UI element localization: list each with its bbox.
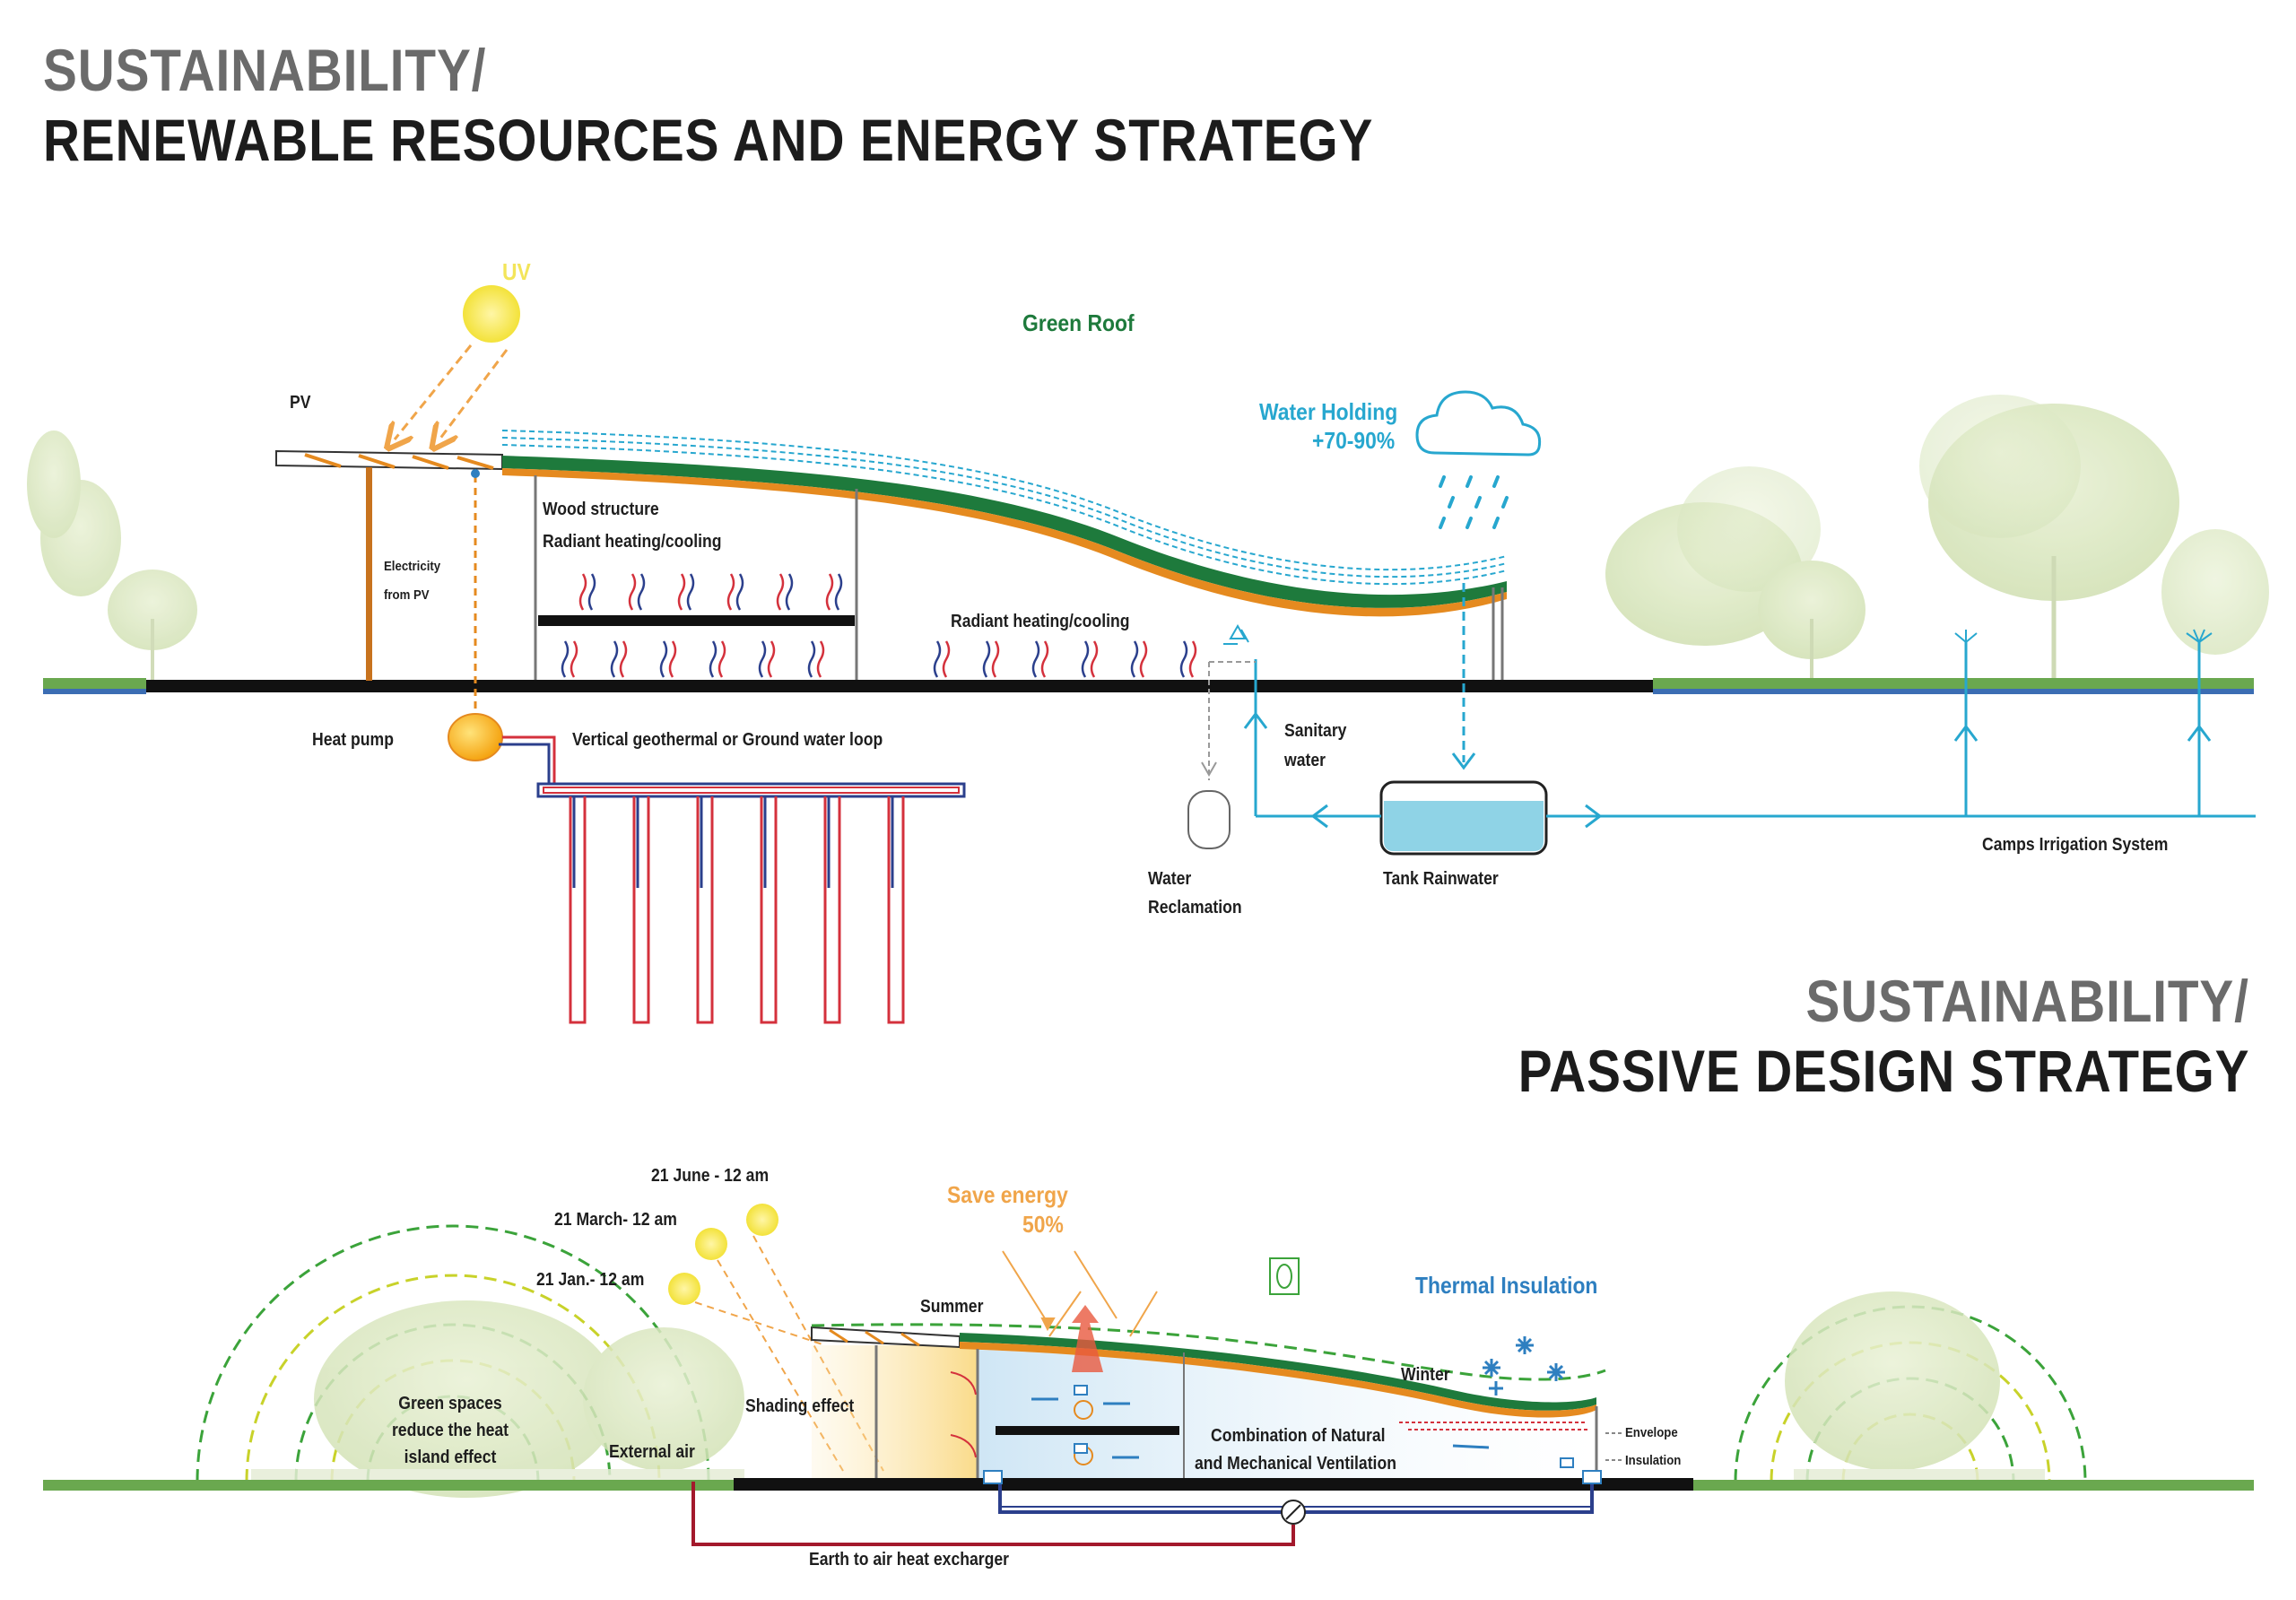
label-heat-pump: Heat pump <box>312 730 394 750</box>
grass-left-2 <box>43 1480 734 1491</box>
label-pv: PV <box>290 393 311 413</box>
label-winter: Winter <box>1401 1365 1450 1385</box>
grass-right-2 <box>1693 1480 2254 1491</box>
label-summer: Summer <box>920 1297 984 1317</box>
snowflake-icon <box>1483 1336 1565 1396</box>
label-water: Water <box>1148 869 1192 889</box>
geothermal-loop <box>499 735 966 798</box>
label-shading-effect: Shading effect <box>745 1396 855 1416</box>
sun-icon <box>695 1228 727 1260</box>
title-sustainability-2: SUSTAINABILITY/ <box>1805 968 2249 1034</box>
label-water-holding: Water Holding <box>1259 398 1398 425</box>
label-reduce-heat: reduce the heat <box>391 1421 509 1440</box>
label-geothermal: Vertical geothermal or Ground water loop <box>572 730 883 750</box>
label-wood-structure: Wood structure <box>543 500 659 519</box>
geothermal-probes <box>569 796 905 1024</box>
title-passive-strategy: PASSIVE DESIGN STRATEGY <box>1518 1038 2249 1104</box>
ground-line-1 <box>146 680 1653 692</box>
label-sanitary: Sanitary <box>1284 721 1347 741</box>
shade-canopy <box>811 1326 961 1349</box>
earth-air-loop <box>691 1482 1594 1546</box>
label-island-effect: island effect <box>404 1448 497 1467</box>
heat-plume <box>1072 1305 1103 1372</box>
label-electricity: Electricity <box>384 559 441 574</box>
label-from-pv: from PV <box>384 587 430 603</box>
label-insulation: Insulation <box>1625 1453 1682 1468</box>
label-external-air: External air <box>609 1442 695 1462</box>
shade-zone <box>812 1345 978 1478</box>
label-sanitary-water: water <box>1284 751 1326 770</box>
radiant-lower <box>561 640 1197 678</box>
label-reclamation: Reclamation <box>1148 898 1242 917</box>
label-water-holding-pct: +70-90% <box>1312 427 1396 454</box>
recycle-icon <box>1223 623 1249 645</box>
tree-right-group <box>1605 395 2269 682</box>
title-sustainability-1: SUSTAINABILITY/ <box>43 37 487 103</box>
mezzanine-slab <box>538 615 855 626</box>
label-radiant-lower: Radiant heating/cooling <box>951 612 1130 631</box>
label-camps-irrigation: Camps Irrigation System <box>1982 835 2169 855</box>
label-tank-rainwater: Tank Rainwater <box>1383 869 1499 889</box>
sun-icon <box>463 285 520 343</box>
sprinkler-icon <box>1954 629 2213 643</box>
label-thermal-insulation: Thermal Insulation <box>1415 1272 1598 1299</box>
label-earth-to-air: Earth to air heat excharger <box>809 1550 1010 1570</box>
tree-left-2 <box>251 1300 744 1498</box>
tree-left-1 <box>27 430 197 682</box>
mezzanine-slab-2 <box>996 1426 1179 1435</box>
label-ventilation-2: and Mechanical Ventilation <box>1195 1454 1396 1474</box>
pv-column <box>366 467 372 681</box>
label-green-spaces: Green spaces <box>398 1394 502 1413</box>
cloud-icon <box>1415 390 1542 457</box>
ground-line-2 <box>734 1478 1693 1491</box>
green-roof-2 <box>960 1333 1596 1411</box>
label-envelope: Envelope <box>1625 1425 1678 1440</box>
tree-right-2 <box>1785 1291 2045 1480</box>
title-renewable-strategy: RENEWABLE RESOURCES AND ENERGY STRATEGY <box>43 107 1374 173</box>
label-save-energy-pct: 50% <box>1022 1211 1064 1238</box>
green-roof <box>502 456 1507 608</box>
label-ventilation-1: Combination of Natural <box>1211 1426 1386 1446</box>
label-green-roof: Green Roof <box>1022 309 1135 336</box>
label-march: 21 March- 12 am <box>554 1210 677 1230</box>
sun-icon <box>746 1204 778 1236</box>
rain-icon <box>1439 475 1509 529</box>
label-radiant-upper: Radiant heating/cooling <box>543 532 722 552</box>
label-save-energy: Save energy <box>947 1181 1068 1208</box>
label-jan: 21 Jan.- 12 am <box>536 1270 645 1290</box>
heat-pump-icon <box>448 713 503 761</box>
radiant-upper <box>578 573 843 611</box>
reclamation-tank <box>1187 790 1231 849</box>
sun-icon <box>668 1273 700 1305</box>
label-uv: UV <box>502 258 531 285</box>
label-june: 21 June - 12 am <box>651 1166 770 1186</box>
